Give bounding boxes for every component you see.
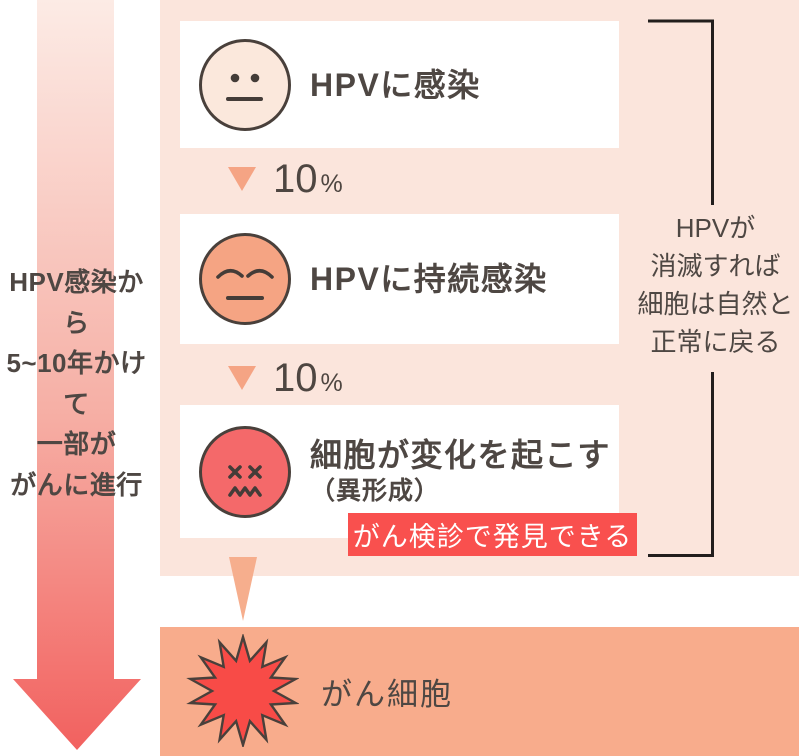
step-label: HPVに持続感染 (310, 261, 548, 297)
caption-line: がんに進行 (10, 469, 143, 500)
note-line: 正常に戻る (650, 327, 781, 357)
step-card-hpv-infection: HPVに感染 (180, 21, 619, 148)
transition-rate-unit: % (320, 369, 343, 397)
big-down-arrow-icon (13, 0, 141, 750)
progression-arrow: HPV感染から 5~10年かけて 一部が がんに進行 (0, 0, 160, 756)
small-down-triangle-icon (228, 366, 256, 390)
progression-caption: HPV感染から 5~10年かけて 一部が がんに進行 (0, 262, 153, 505)
cancer-outcome-panel: がん細胞 (160, 627, 799, 756)
dizzy-face-icon (199, 425, 291, 518)
transition-rate-unit: % (320, 170, 343, 198)
step-label: 細胞が変化を起こす (310, 437, 611, 473)
caption-line: 一部が (36, 429, 117, 459)
step-label: HPVに感染 (310, 66, 481, 103)
neutral-face-icon (199, 38, 291, 131)
burst-icon (186, 634, 299, 747)
reversal-note: HPVが 消滅すれば 細胞は自然と 正常に戻る (632, 209, 799, 361)
sad-face-icon (199, 233, 291, 325)
connector-down-triangle-icon (229, 557, 257, 621)
step-sublabel: （異形成） (310, 477, 441, 505)
caption-line: 5~10年かけて (6, 348, 147, 419)
step-card-persistent-infection: HPVに持続感染 (180, 214, 619, 344)
transition-rate-2: 10 % (228, 358, 343, 398)
small-down-triangle-icon (228, 167, 256, 191)
note-line: 細胞は自然と (637, 289, 794, 319)
screening-badge: がん検診で発見できる (348, 513, 637, 556)
note-line: HPVが (675, 213, 756, 243)
caption-line: HPV感染から (9, 267, 144, 338)
note-line: 消滅すれば (650, 251, 781, 281)
transition-rate-value: 10 (273, 157, 318, 201)
transition-rate-1: 10 % (228, 159, 343, 199)
transition-rate-value: 10 (273, 356, 318, 400)
outcome-label: がん細胞 (321, 677, 453, 712)
